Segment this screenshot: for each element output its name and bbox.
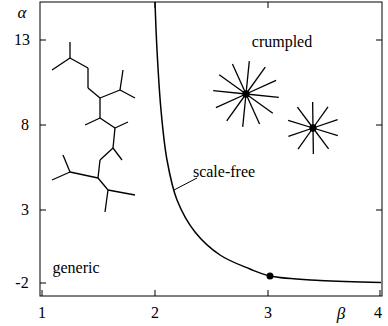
critical-point [267, 273, 274, 280]
tick-label: 4 [374, 305, 382, 321]
axis-title: α [18, 4, 27, 21]
curve-label: scale-free [193, 164, 255, 180]
axis-title: β [337, 305, 345, 322]
axis-ticks [40, 2, 382, 296]
region-label: generic [52, 260, 99, 276]
critical-line [155, 2, 381, 283]
star-sketch [213, 61, 338, 154]
tick-label: 13 [14, 32, 30, 48]
tick-label: 3 [264, 305, 272, 321]
region-label: crumpled [252, 34, 312, 50]
tick-label: 8 [21, 117, 29, 133]
tree-sketch [52, 42, 135, 212]
tick-label: 3 [21, 202, 29, 218]
axes-frame [40, 2, 382, 296]
tick-label: -2 [15, 275, 28, 291]
tick-label: 2 [151, 305, 159, 321]
tick-label: 1 [38, 305, 46, 321]
